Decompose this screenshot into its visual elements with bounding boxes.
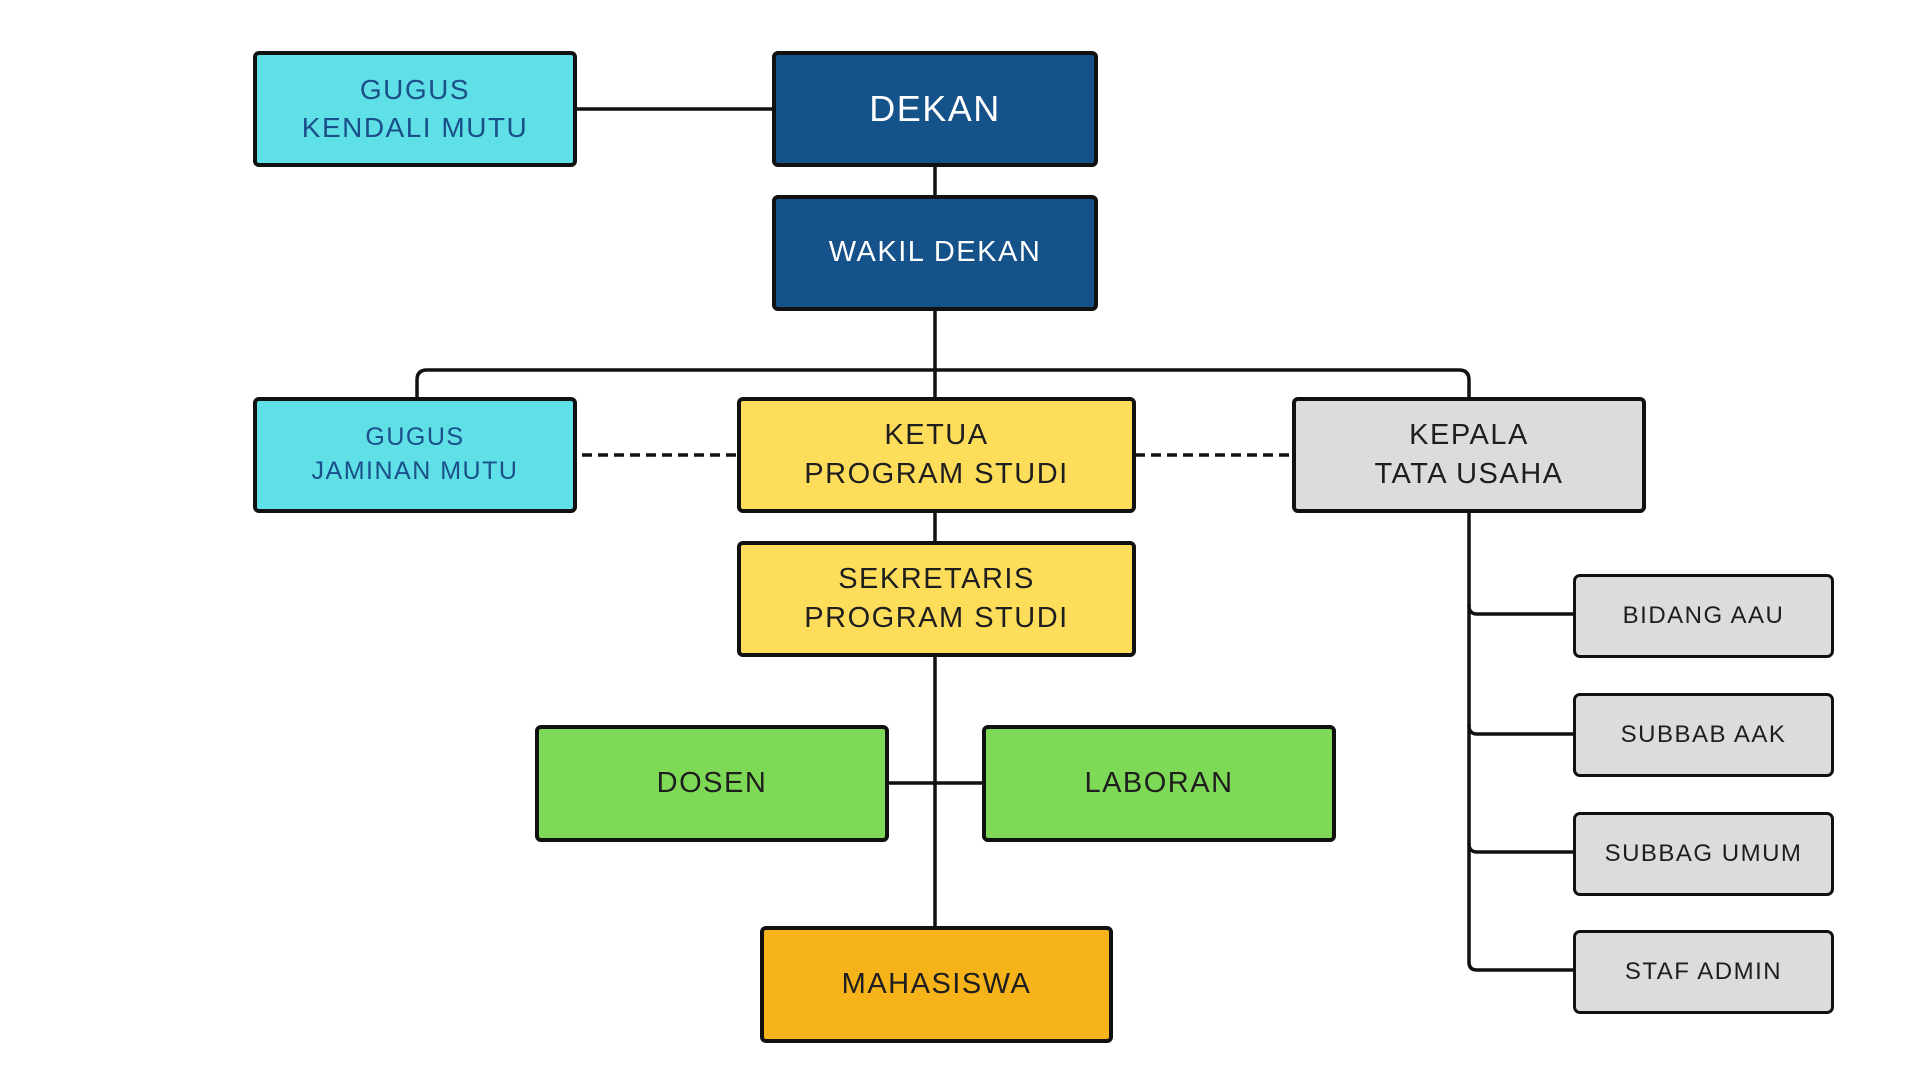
node-label-line2: KENDALI MUTU bbox=[301, 112, 529, 143]
connector-branch-aau bbox=[1467, 604, 1576, 616]
node-kepala-tata-usaha: KEPALA TATA USAHA bbox=[1292, 397, 1646, 513]
node-label-line1: SUBBAG UMUM bbox=[1604, 839, 1803, 867]
node-mahasiswa: MAHASISWA bbox=[760, 926, 1113, 1043]
node-label-line1: GUGUS bbox=[359, 74, 471, 106]
node-label-line1: STAF ADMIN bbox=[1624, 957, 1783, 985]
node-subbab-aak: SUBBAB AAK bbox=[1573, 693, 1834, 777]
node-label-line1: KEPALA bbox=[1409, 418, 1529, 451]
node-label-line1: DOSEN bbox=[656, 766, 768, 799]
connector-branch-umum bbox=[1467, 842, 1576, 854]
node-ketua-program-studi: KETUA PROGRAM STUDI bbox=[737, 397, 1136, 513]
node-label-line1: GUGUS bbox=[365, 423, 465, 452]
node-dosen: DOSEN bbox=[535, 725, 889, 842]
node-label-line1: SEKRETARIS bbox=[838, 562, 1035, 595]
connector-bus bbox=[415, 368, 1471, 400]
node-gugus-kendali-mutu: GUGUS KENDALI MUTU bbox=[253, 51, 577, 167]
node-dekan: DEKAN bbox=[772, 51, 1098, 167]
node-label-line1: LABORAN bbox=[1084, 766, 1234, 799]
node-laboran: LABORAN bbox=[982, 725, 1336, 842]
node-gugus-jaminan-mutu: GUGUS JAMINAN MUTU bbox=[253, 397, 577, 513]
node-label-line2: PROGRAM STUDI bbox=[804, 458, 1069, 490]
node-wakil-dekan: WAKIL DEKAN bbox=[772, 195, 1098, 311]
node-label-line1: BIDANG AAU bbox=[1622, 601, 1785, 629]
node-label-line1: MAHASISWA bbox=[841, 967, 1032, 1000]
node-label-line1: KETUA bbox=[884, 418, 989, 451]
node-label-line1: SUBBAB AAK bbox=[1620, 720, 1787, 748]
node-label-line1: WAKIL DEKAN bbox=[828, 236, 1042, 269]
node-label-line2: PROGRAM STUDI bbox=[804, 602, 1069, 634]
node-label-line2: TATA USAHA bbox=[1374, 458, 1564, 490]
node-bidang-aau: BIDANG AAU bbox=[1573, 574, 1834, 658]
node-subbag-umum: SUBBAG UMUM bbox=[1573, 812, 1834, 896]
node-label-line2: JAMINAN MUTU bbox=[311, 457, 519, 485]
node-staf-admin: STAF ADMIN bbox=[1573, 930, 1834, 1014]
node-label-line1: DEKAN bbox=[869, 87, 1001, 129]
node-sekretaris-program-studi: SEKRETARIS PROGRAM STUDI bbox=[737, 541, 1136, 657]
connector-kepala-branches bbox=[1467, 510, 1576, 972]
connector-branch-aak bbox=[1467, 724, 1576, 736]
